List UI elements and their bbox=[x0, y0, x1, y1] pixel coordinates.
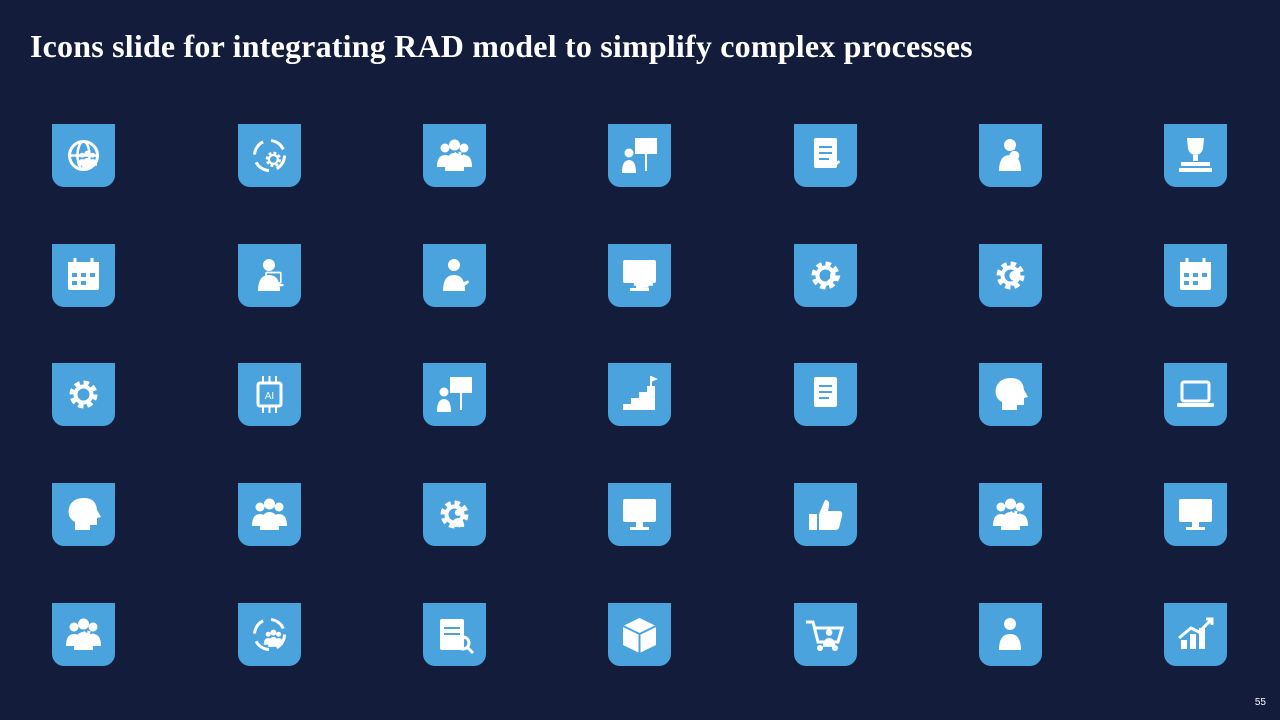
clipboard-search-icon bbox=[440, 619, 475, 655]
chart-alert-icon bbox=[1179, 499, 1212, 530]
process-people-icon bbox=[253, 618, 286, 651]
icon-tile bbox=[794, 124, 857, 187]
video-meeting-icon bbox=[623, 260, 656, 291]
people-gear-icon bbox=[66, 618, 101, 650]
icon-tile bbox=[238, 124, 301, 187]
icon-tile bbox=[423, 483, 486, 546]
wrench-gear-icon bbox=[811, 261, 841, 290]
icon-tile bbox=[794, 244, 857, 307]
presentation-icon bbox=[622, 138, 657, 173]
hand-document-icon bbox=[814, 138, 841, 168]
icon-tile bbox=[608, 244, 671, 307]
stairs-flag-icon bbox=[623, 376, 658, 410]
monitor-gears-icon bbox=[623, 499, 656, 530]
icon-tile bbox=[979, 124, 1042, 187]
icon-tile bbox=[1164, 363, 1227, 426]
icon-tile bbox=[423, 603, 486, 666]
icon-tile bbox=[238, 483, 301, 546]
icon-tile bbox=[1164, 244, 1227, 307]
icon-tile bbox=[238, 244, 301, 307]
box-phone-icon bbox=[622, 618, 657, 653]
person-board-icon bbox=[437, 377, 472, 412]
icon-tile bbox=[794, 603, 857, 666]
laptop-pulse-icon bbox=[1177, 380, 1214, 407]
growth-chart-coin-icon bbox=[1178, 617, 1214, 649]
gear-person-box-icon bbox=[440, 500, 469, 529]
icon-tile bbox=[979, 244, 1042, 307]
team-gear-icon bbox=[437, 139, 472, 171]
icon-tile bbox=[608, 603, 671, 666]
gear-circuit-icon bbox=[69, 380, 98, 409]
businessman-briefcase-icon bbox=[999, 618, 1021, 650]
svg-text:AI: AI bbox=[265, 391, 274, 402]
icon-tile bbox=[423, 363, 486, 426]
calendar-person-icon bbox=[1180, 258, 1211, 290]
icon-tile bbox=[52, 363, 115, 426]
head-bulb-icon bbox=[68, 498, 101, 530]
checklist-document-icon bbox=[814, 377, 837, 407]
head-idea-icon bbox=[995, 378, 1028, 410]
icon-tile: AI bbox=[238, 363, 301, 426]
icon-tile bbox=[52, 124, 115, 187]
cart-person-icon bbox=[806, 620, 844, 651]
icon-tile bbox=[794, 483, 857, 546]
icon-tile bbox=[1164, 483, 1227, 546]
icon-tile bbox=[52, 603, 115, 666]
icon-tile bbox=[608, 483, 671, 546]
icon-tile bbox=[1164, 124, 1227, 187]
trophy-books-icon bbox=[1179, 138, 1212, 172]
globe-people-icon bbox=[68, 140, 99, 171]
calendar-checklist-icon bbox=[68, 258, 99, 290]
icon-tile bbox=[979, 603, 1042, 666]
icon-tile bbox=[979, 363, 1042, 426]
team-people-icon bbox=[252, 498, 287, 530]
brain-gear-icon bbox=[996, 261, 1025, 290]
icon-tile bbox=[794, 363, 857, 426]
slide-title: Icons slide for integrating RAD model to… bbox=[30, 28, 973, 64]
cycle-gear-icon bbox=[253, 139, 286, 172]
icon-tile bbox=[52, 483, 115, 546]
icon-tile bbox=[608, 363, 671, 426]
icon-tile bbox=[423, 244, 486, 307]
icon-tile bbox=[423, 124, 486, 187]
team-gear-globe-icon bbox=[993, 498, 1028, 530]
thumbs-up-plus-icon bbox=[809, 500, 843, 530]
laptop-person-icon bbox=[258, 259, 284, 291]
icon-tile bbox=[1164, 603, 1227, 666]
icon-tile bbox=[979, 483, 1042, 546]
idea-person-icon bbox=[999, 139, 1021, 171]
icon-tile bbox=[52, 244, 115, 307]
page-number: 55 bbox=[1254, 697, 1266, 708]
ai-chip-icon: AI bbox=[256, 376, 283, 413]
icon-tile bbox=[238, 603, 301, 666]
hand-person-icon bbox=[443, 259, 470, 291]
icon-tile bbox=[608, 124, 671, 187]
